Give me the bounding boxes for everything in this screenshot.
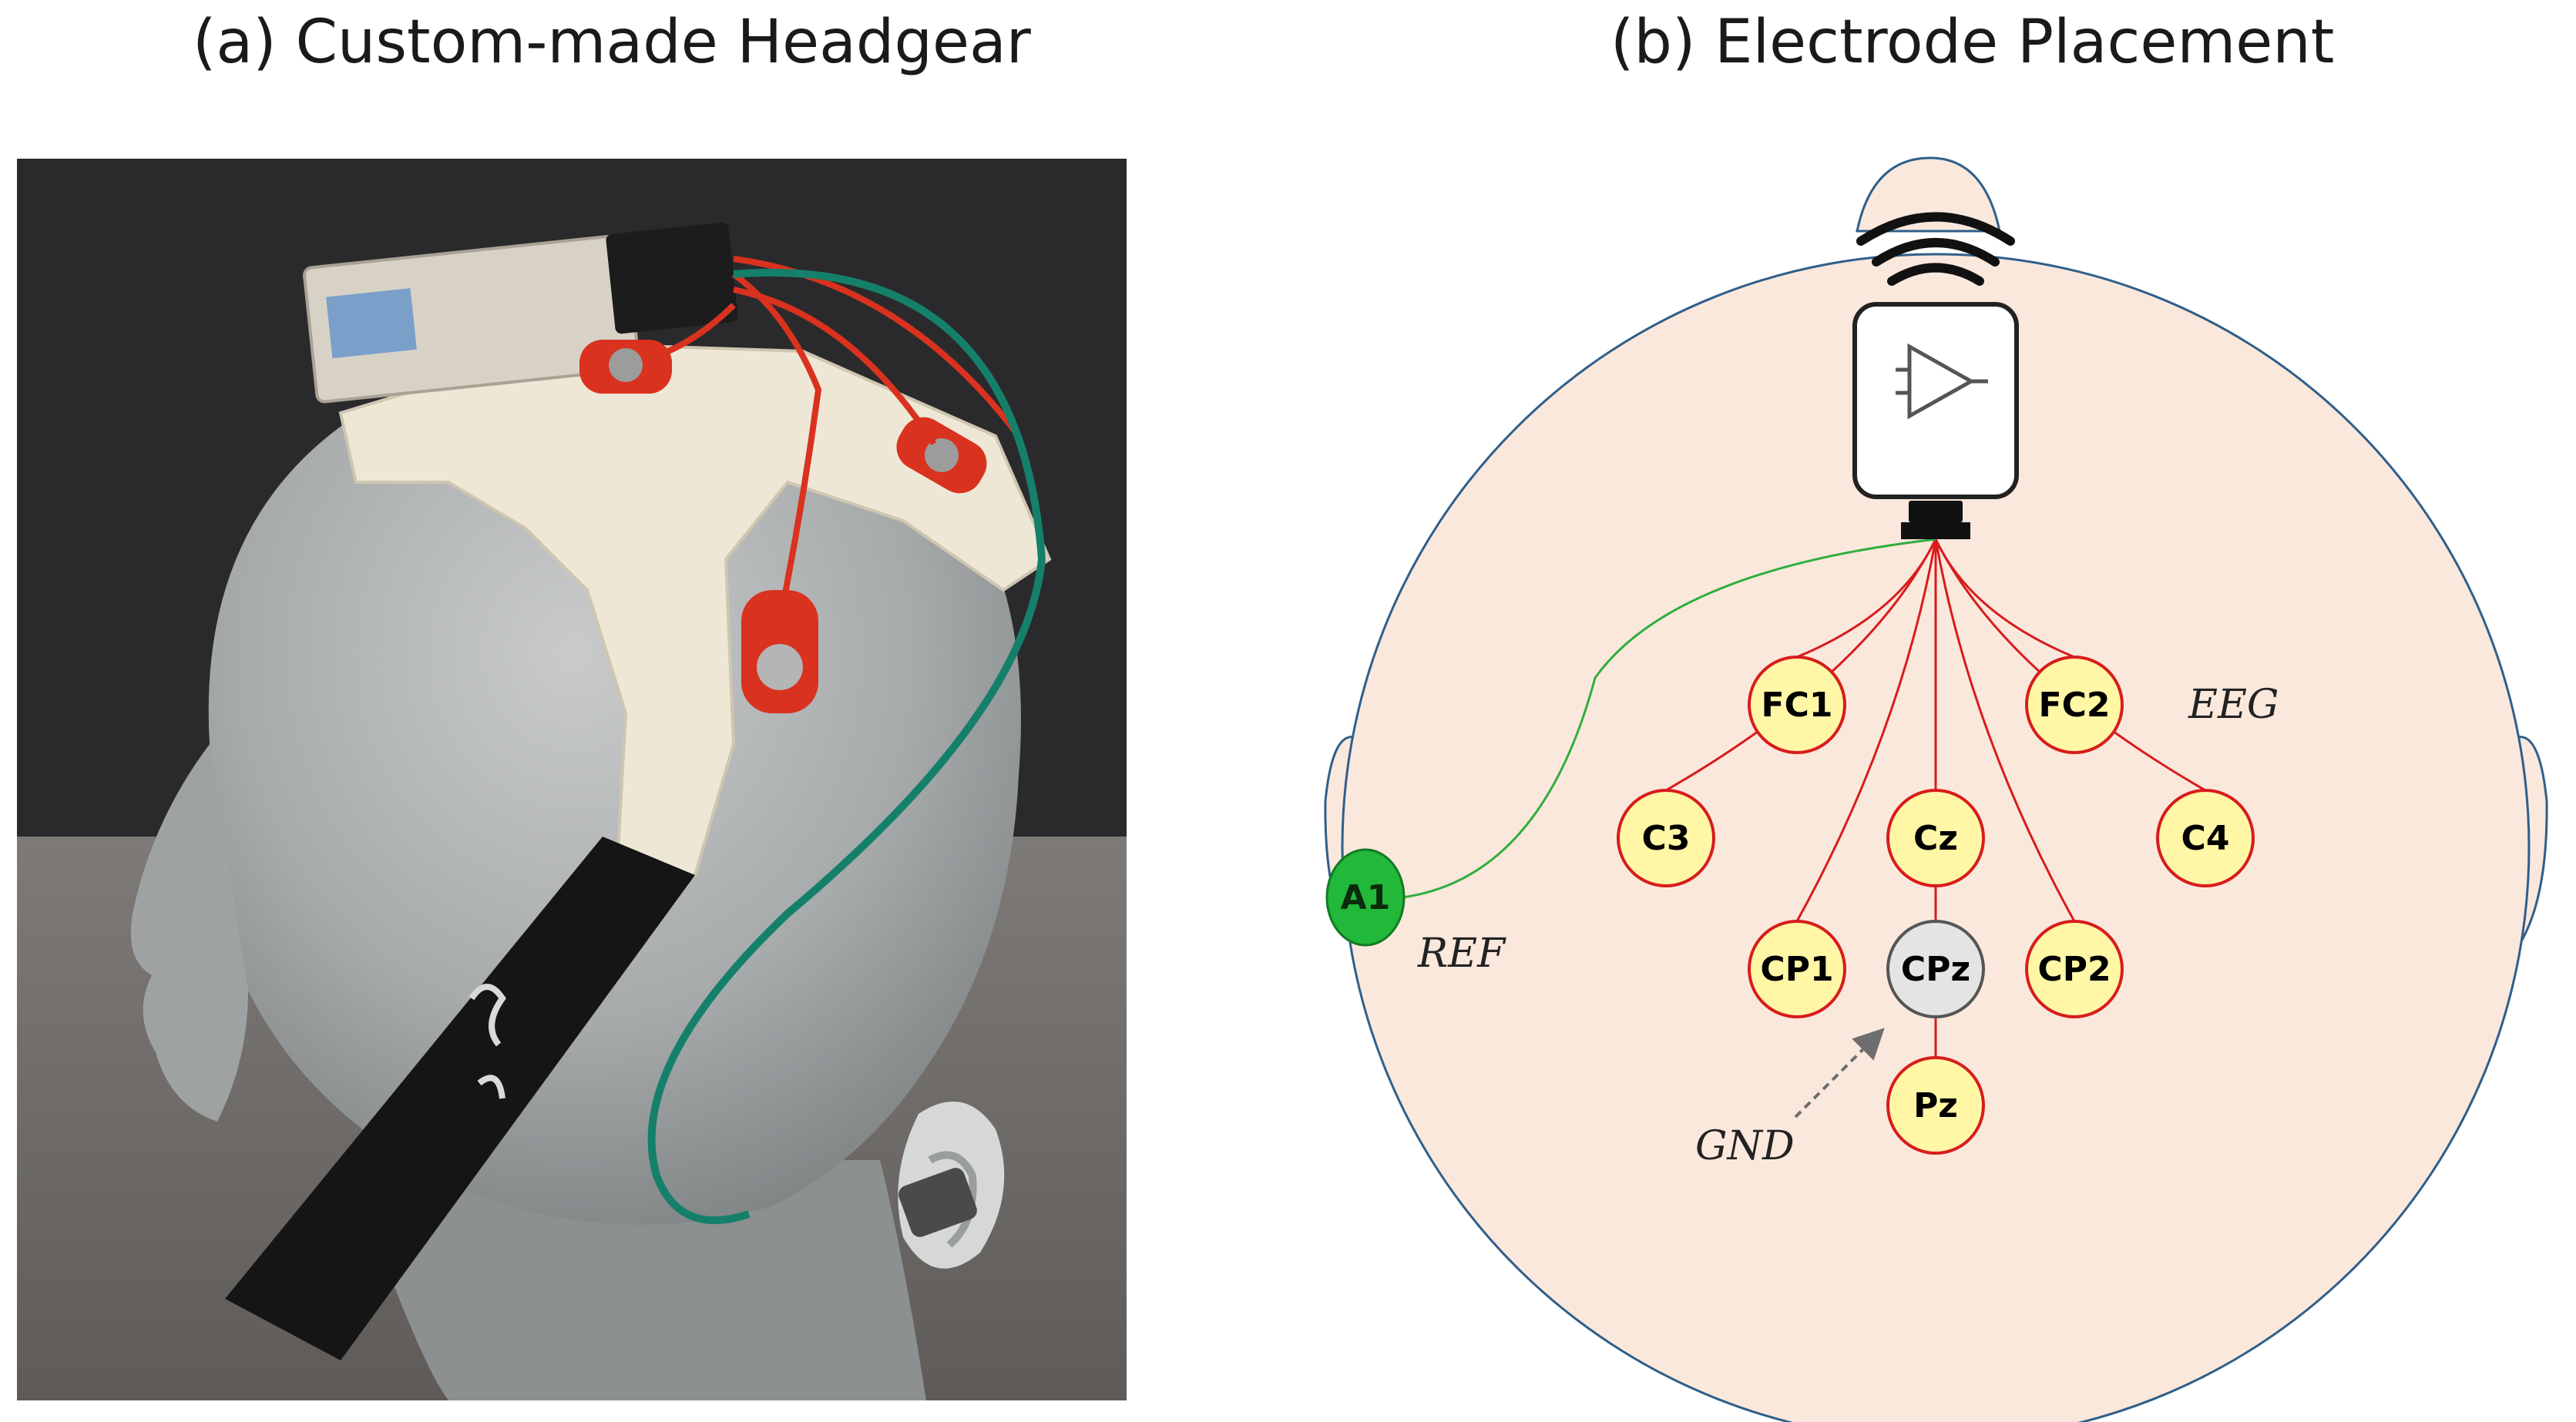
module-label: [326, 288, 417, 359]
electrode-pz: Pz: [1886, 1056, 1985, 1155]
electrode-fc2: FC2: [2025, 656, 2124, 754]
wire-c3: [1665, 538, 1937, 792]
headgear-frame: [338, 341, 1052, 917]
electrode-label-cz: Cz: [1913, 819, 1958, 858]
electrode-placement-diagram: FC1 FC2 C3 Cz C4 CP1 CPz CP2 Pz A1 EEG R…: [1324, 156, 2548, 1422]
electrode-label-fc1: FC1: [1762, 686, 1833, 725]
electrode-c4: C4: [2156, 789, 2255, 887]
red-lead-wires: [647, 256, 1022, 622]
electrode-label-cpz: CPz: [1901, 950, 1970, 989]
wire-a1: [1402, 538, 1936, 899]
electrode-label-c4: C4: [2181, 819, 2230, 858]
eeg-annotation: EEG: [2188, 682, 2279, 728]
electrode-c3: C3: [1617, 789, 1715, 887]
mannequin-face: [130, 744, 248, 1122]
electrode-label-cp1: CP1: [1760, 950, 1833, 989]
electrode-label-fc2: FC2: [2039, 686, 2111, 725]
mannequin-head: [208, 345, 1021, 1225]
electrode-label-a1: A1: [1341, 878, 1391, 917]
nose-shape: [1856, 156, 2001, 233]
panel-b-title: (b) Electrode Placement: [1610, 8, 2335, 77]
panel-a-title: (a) Custom-made Headgear: [193, 8, 1031, 77]
wire-cp1: [1795, 538, 1937, 922]
electrode-cp1: CP1: [1748, 920, 1846, 1018]
electrode-wires: [1402, 538, 2206, 1058]
snap-electrodes: [579, 340, 987, 713]
ear-clip: [898, 1168, 977, 1237]
mannequin-neck: [348, 1160, 926, 1400]
gnd-annotation: GND: [1695, 1123, 1795, 1169]
electrode-fc1: FC1: [1748, 656, 1846, 754]
electrode-label-c3: C3: [1642, 819, 1691, 858]
electrode-cz: Cz: [1886, 789, 1985, 887]
wire-c4: [1934, 538, 2206, 792]
ref-annotation: REF: [1417, 931, 1506, 977]
wire-cp2: [1934, 538, 2076, 922]
gnd-arrow: [1794, 1028, 1885, 1118]
green-reference-wire: [647, 268, 1046, 1225]
module-connector: [606, 222, 738, 334]
electrode-a1: A1: [1325, 848, 1406, 947]
amplifier-device: [1852, 302, 2019, 539]
wireless-icon: [1856, 212, 2015, 286]
electrode-cpz: CPz: [1886, 920, 1985, 1018]
headgear-photo: [17, 159, 1127, 1400]
chin-strap: [225, 837, 695, 1360]
electrode-label-cp2: CP2: [2037, 950, 2111, 989]
electrode-cp2: CP2: [2025, 920, 2124, 1018]
amplifier-symbol: [1896, 343, 1988, 420]
electrode-label-pz: Pz: [1913, 1086, 1958, 1125]
